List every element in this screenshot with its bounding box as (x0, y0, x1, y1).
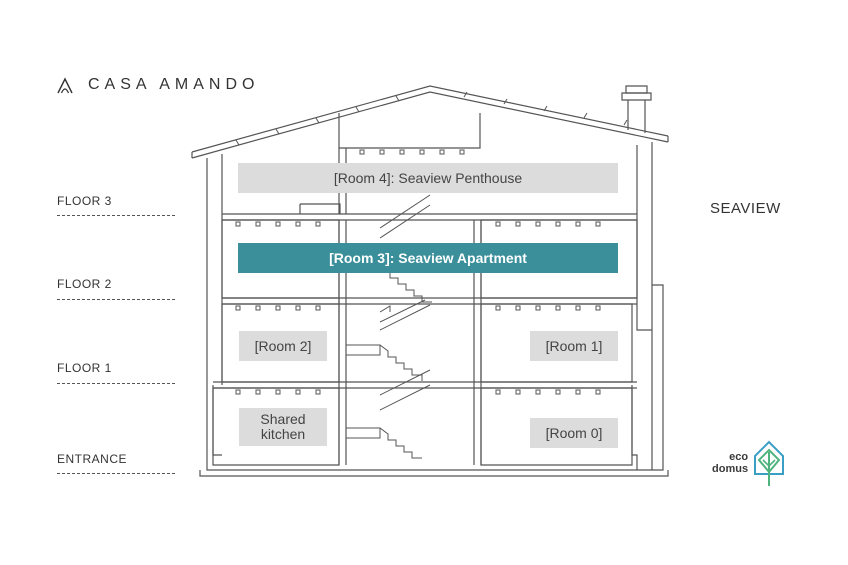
leaf-house-icon (754, 440, 785, 486)
arch-logo-icon (57, 77, 73, 94)
room-4-label: [Room 4]: Seaview Penthouse (333, 169, 523, 186)
floor-label-3: FLOOR 3 (57, 194, 112, 208)
seaview-label: SEAVIEW (710, 200, 781, 217)
room-3-label: [Room 3]: Seaview Apartment (329, 249, 527, 266)
room-2-label: [Room 2] (254, 337, 312, 354)
room-2[interactable]: [Room 2] (239, 331, 327, 361)
floor-line-3 (57, 215, 175, 216)
eco-domus-line1: eco (729, 451, 749, 463)
shared-kitchen-label: Shared kitchen (260, 411, 306, 442)
eco-domus-line2: domus (712, 463, 749, 475)
room-0-label: [Room 0] (545, 424, 603, 441)
floor-label-entrance: ENTRANCE (57, 452, 128, 466)
room-shared-kitchen[interactable]: Shared kitchen (239, 408, 327, 446)
room-0[interactable]: [Room 0] (530, 418, 618, 448)
eco-domus-logo: eco domus (712, 438, 786, 488)
floor-line-2 (57, 299, 175, 300)
floor-line-1 (57, 383, 175, 384)
room-3-seaview-apartment[interactable]: [Room 3]: Seaview Apartment (238, 243, 618, 273)
brand: CASA AMANDO (56, 74, 259, 96)
floor-label-2: FLOOR 2 (57, 277, 112, 291)
room-1[interactable]: [Room 1] (530, 331, 618, 361)
floor-line-entrance (57, 473, 175, 474)
eco-domus-text: eco domus (712, 451, 748, 475)
floor-label-1: FLOOR 1 (57, 361, 112, 375)
room-4-seaview-penthouse[interactable]: [Room 4]: Seaview Penthouse (238, 163, 618, 193)
brand-name: CASA AMANDO (88, 76, 260, 93)
room-1-label: [Room 1] (545, 337, 603, 354)
